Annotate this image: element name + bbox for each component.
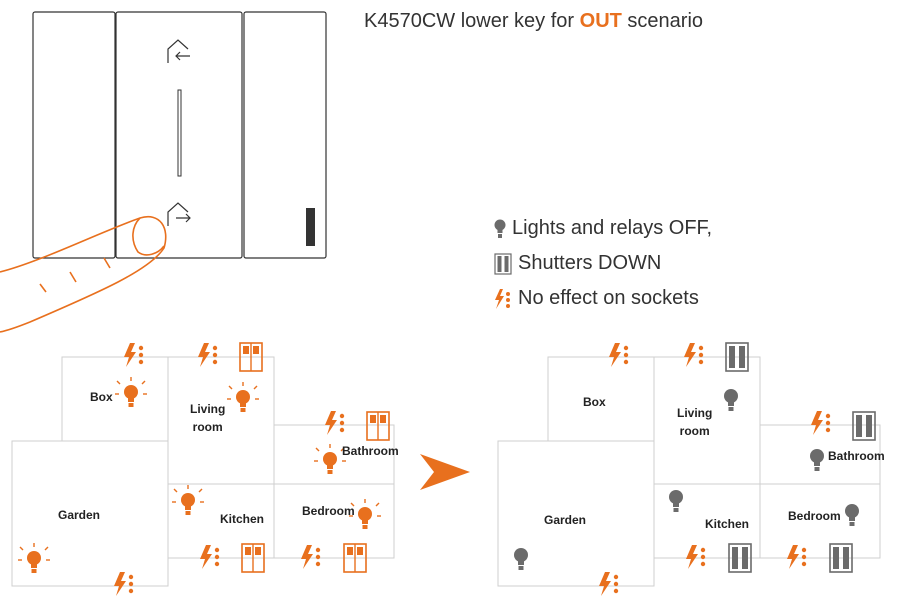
legend-item-shutters: Shutters DOWN: [494, 252, 661, 275]
room-label-bedroom: Bedroom: [302, 504, 355, 518]
legend-shutters-text: Shutters DOWN: [518, 252, 662, 274]
keypad-device: [32, 11, 327, 259]
brand-logo: [306, 208, 315, 246]
room-label-box: Box: [583, 395, 606, 409]
shutter-icon: [494, 252, 512, 275]
room-label-garden: Garden: [58, 508, 101, 522]
legend-sockets-text: No effect on sockets: [518, 287, 699, 309]
room-label-kitchen: Kitchen: [705, 517, 750, 531]
socket-icon: [684, 343, 704, 367]
room-label-garden: Garden: [544, 513, 587, 527]
room-label-bathroom: Bathroom: [342, 444, 399, 458]
center-key: [115, 11, 243, 259]
socket-icon: [200, 545, 220, 569]
socket-icon: [811, 411, 831, 435]
socket-icon: [787, 545, 807, 569]
bulb-icon: [724, 389, 738, 411]
arrow-right-icon: [420, 454, 470, 490]
bulb-icon: [17, 542, 51, 574]
room-box: [61, 356, 169, 442]
left-key: [32, 11, 116, 259]
legend-item-sockets: No effect on sockets: [494, 287, 699, 310]
socket-icon: [198, 343, 218, 367]
bulb-icon: [226, 381, 260, 413]
room-label-bedroom: Bedroom: [788, 509, 841, 523]
room-label-bathroom: Bathroom: [828, 449, 885, 463]
socket-icon: [325, 411, 345, 435]
right-key: [243, 11, 327, 259]
title-suffix: scenario: [621, 10, 704, 32]
socket-icon: [599, 572, 619, 596]
socket-icon: [609, 343, 629, 367]
bulb-icon: [669, 490, 683, 512]
legend-item-lights: Lights and relays OFF,: [494, 217, 712, 240]
bulb-icon: [810, 449, 824, 471]
house-in-icon: [167, 39, 190, 63]
keypad-illustration: [0, 11, 327, 333]
socket-icon: [124, 343, 144, 367]
room-label-kitchen: Kitchen: [220, 512, 265, 526]
socket-icon: [114, 572, 134, 596]
room-label-box: Box: [90, 390, 113, 404]
shutter-icon: [852, 411, 876, 441]
bulb-icon: [845, 504, 859, 526]
shutter-icon: [366, 411, 390, 441]
room-bedroom: [759, 483, 881, 559]
bulb-icon: [494, 219, 506, 238]
room-bedroom: [273, 483, 395, 559]
socket-icon: [301, 545, 321, 569]
title-accent: OUT: [579, 10, 622, 32]
socket-icon: [495, 288, 510, 309]
legend-lights-text: Lights and relays OFF,: [512, 217, 713, 239]
bulb-icon: [514, 548, 528, 570]
bulb-icon: [114, 376, 148, 408]
diagram-title: K4570CW lower key for OUT scenario: [364, 10, 703, 33]
floorplan-after: [497, 356, 881, 587]
socket-icon: [686, 545, 706, 569]
title-prefix: K4570CW lower key for: [364, 10, 580, 32]
pressing-finger: [0, 215, 167, 333]
bulb-icon: [171, 484, 205, 516]
key-led-slot: [177, 89, 182, 177]
floorplan-before: [11, 356, 395, 587]
house-out-icon: [167, 202, 191, 226]
floor-plans: [11, 342, 881, 596]
